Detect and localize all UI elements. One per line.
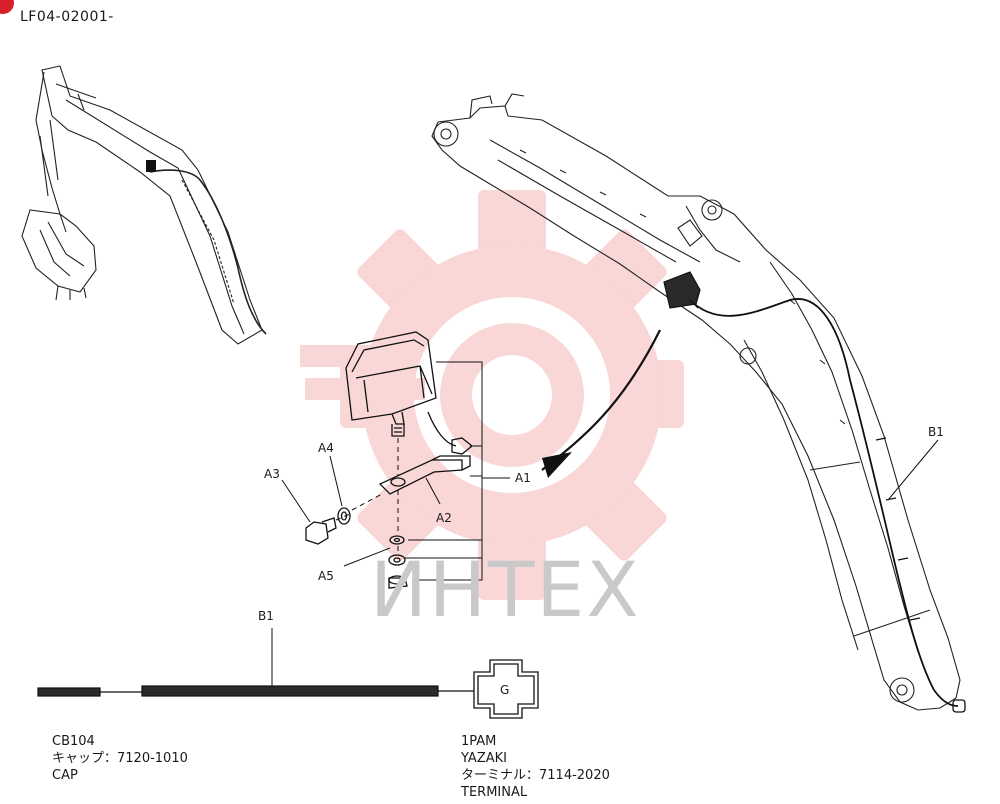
harness-end-connector [952,699,966,713]
cable-b1-drawing [37,628,474,697]
terminal-note: 1PAM YAZAKI ターミナル：7114-2020 TERMINAL [461,733,610,801]
bolt-a3-drawing [305,517,337,545]
bracket-a2-drawing [378,455,471,495]
lamp-location-marker [146,160,156,172]
harness-wire [689,298,959,707]
a1-grouping-lines [404,361,510,581]
callout-b1-cable: B1 [258,609,274,623]
terminal-part-code: 1PAM [461,734,497,749]
connector-letter: G [500,683,509,697]
mounted-lamp-drawing [663,271,701,309]
callout-a5: A5 [318,569,334,583]
callout-b1-boom: B1 [928,425,944,439]
terminal-label: TERMINAL [461,785,528,800]
red-dot-icon [0,0,14,14]
callout-a4: A4 [318,441,334,455]
callout-a2: A2 [436,511,452,525]
gear-watermark-icon [300,190,684,600]
excavator-overview-drawing [21,65,267,345]
assembly-axis-lines [335,438,399,552]
work-lamp-drawing [345,331,474,455]
callout-a3: A3 [264,467,280,481]
boom-drawing [431,93,961,711]
document-code: LF04-02001- [20,9,114,25]
leader-lines [281,439,939,567]
terminal-maker: YAZAKI [461,751,507,766]
cap-note: CB104 キャップ：7120-1010 CAP [52,733,188,784]
callout-a1: A1 [515,471,531,485]
terminal-part-number: ターミナル：7114-2020 [461,768,610,783]
washer-a4-drawing [337,507,351,525]
cap-part-code: CB104 [52,734,95,749]
nut-washers-a5-drawing [388,535,408,589]
watermark-text: ИНТЕХ [370,545,641,634]
cap-label: CAP [52,768,78,783]
cap-part-number: キャップ：7120-1010 [52,751,188,766]
connector-g-drawing [473,659,539,719]
